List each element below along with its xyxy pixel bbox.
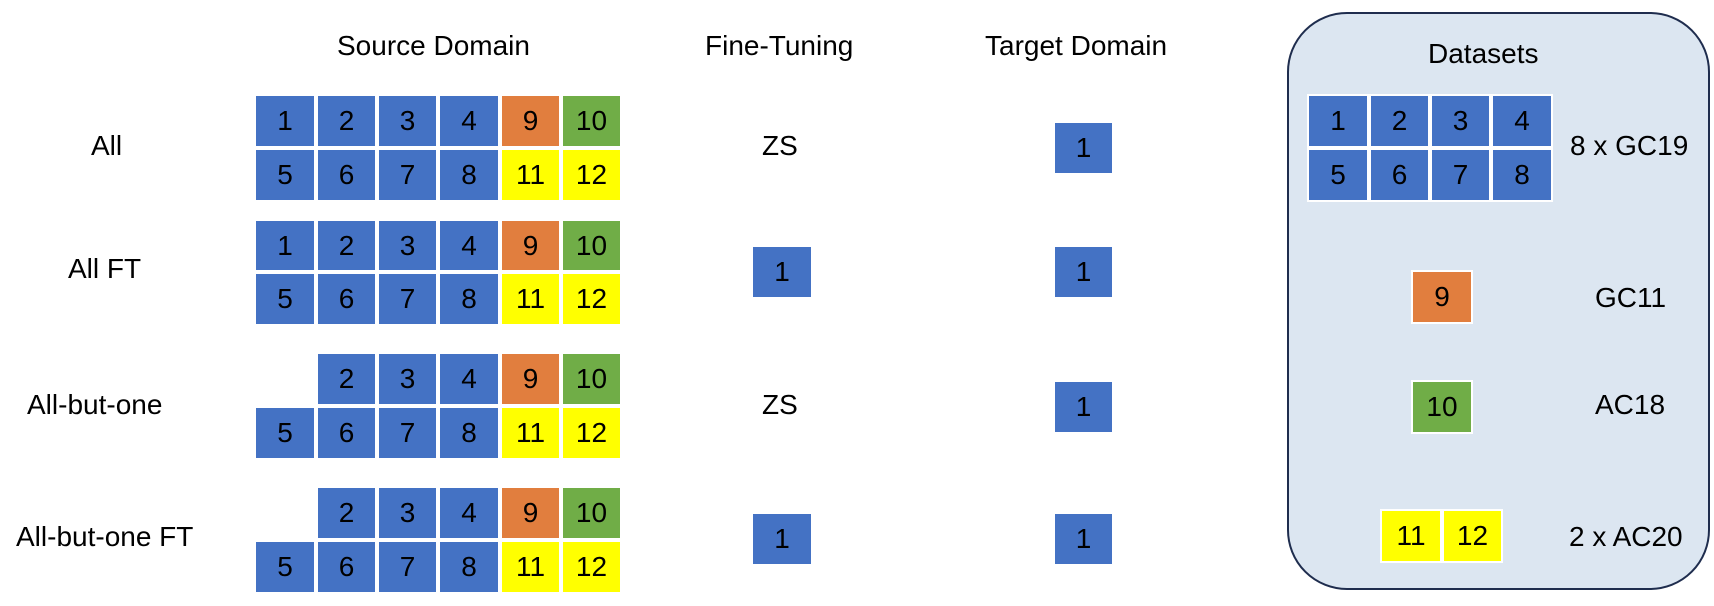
target-domain-cell: 1 [1053, 512, 1114, 566]
dataset-cell: 1 [1307, 94, 1369, 148]
source-domain-header: Source Domain [337, 30, 530, 61]
domain-cell: 5 [254, 148, 316, 202]
domain-cell: 3 [377, 352, 438, 406]
domain-cell: 10 [561, 486, 622, 540]
target-domain-cell: 1 [1053, 121, 1114, 175]
domain-cell: 10 [561, 94, 622, 148]
dataset-name-gc11: GC11 [1595, 282, 1667, 313]
domain-cell: 7 [377, 148, 438, 202]
domain-cell: 2 [316, 219, 377, 272]
target-domain-header: Target Domain [985, 30, 1168, 61]
dataset-name-gc19: 8 x GC19 [1570, 130, 1689, 161]
dataset-cell: 12 [1442, 509, 1503, 563]
domain-cell: 6 [316, 540, 377, 594]
domain-cell: 10 [561, 352, 622, 406]
domain-cell: 6 [316, 406, 377, 460]
domain-cell: 1 [254, 219, 316, 272]
dataset-cell: 6 [1369, 148, 1430, 202]
domain-cell: 11 [500, 406, 561, 460]
domain-cell: 4 [438, 219, 500, 272]
finetuning-zs-all-but-one: ZS [762, 389, 798, 420]
domain-cell: 9 [500, 219, 561, 272]
domain-cell: 12 [561, 272, 622, 326]
domain-cell: 5 [254, 272, 316, 326]
domain-cell: 6 [316, 272, 377, 326]
dataset-name-ac20: 2 x AC20 [1569, 521, 1683, 552]
domain-cell: 5 [254, 540, 316, 594]
domain-cell: 4 [438, 486, 500, 540]
domain-cell: 4 [438, 94, 500, 148]
target-domain-cell: 1 [1053, 380, 1114, 434]
domain-cell: 2 [316, 352, 377, 406]
domain-cell: 3 [377, 219, 438, 272]
target-domain-cell: 1 [1053, 245, 1114, 299]
dataset-cell: 2 [1369, 94, 1430, 148]
dataset-name-ac18: AC18 [1595, 389, 1666, 420]
row-label-all-but-one: All-but-one [27, 389, 163, 420]
domain-cell: 12 [561, 406, 622, 460]
domain-cell: 2 [316, 94, 377, 148]
domain-cell: 5 [254, 406, 316, 460]
domain-cell: 4 [438, 352, 500, 406]
dataset-cell: 9 [1411, 270, 1473, 324]
row-label-all: All [91, 130, 123, 161]
domain-cell: 2 [316, 486, 377, 540]
row-label-all-ft: All FT [68, 253, 142, 284]
datasets-header: Datasets [1428, 38, 1539, 69]
dataset-cell: 8 [1491, 148, 1553, 202]
dataset-cell: 7 [1430, 148, 1491, 202]
domain-cell: 10 [561, 219, 622, 272]
domain-cell: 8 [438, 272, 500, 326]
domain-cell: 9 [500, 352, 561, 406]
domain-cell: 12 [561, 540, 622, 594]
dataset-cell: 10 [1411, 380, 1473, 434]
domain-cell: 12 [561, 148, 622, 202]
domain-cell: 8 [438, 148, 500, 202]
domain-cell: 11 [500, 148, 561, 202]
domain-cell: 3 [377, 486, 438, 540]
domain-cell: 1 [254, 94, 316, 148]
dataset-cell: 5 [1307, 148, 1369, 202]
fine-tuning-header: Fine-Tuning [705, 30, 854, 61]
domain-cell: 11 [500, 540, 561, 594]
domain-cell: 8 [438, 540, 500, 594]
finetuning-zs-all: ZS [762, 130, 798, 161]
dataset-cell: 3 [1430, 94, 1491, 148]
domain-cell: 3 [377, 94, 438, 148]
domain-cell: 9 [500, 94, 561, 148]
finetune-domain-cell: 1 [751, 245, 813, 299]
domain-cell: 7 [377, 406, 438, 460]
domain-cell: 6 [316, 148, 377, 202]
row-label-all-but-one-ft: All-but-one FT [16, 521, 194, 552]
domain-cell: 11 [500, 272, 561, 326]
domain-cell: 9 [500, 486, 561, 540]
domain-cell: 7 [377, 540, 438, 594]
dataset-cell: 11 [1380, 509, 1442, 563]
domain-cell: 8 [438, 406, 500, 460]
finetune-domain-cell: 1 [751, 512, 813, 566]
dataset-cell: 4 [1491, 94, 1553, 148]
domain-cell: 7 [377, 272, 438, 326]
